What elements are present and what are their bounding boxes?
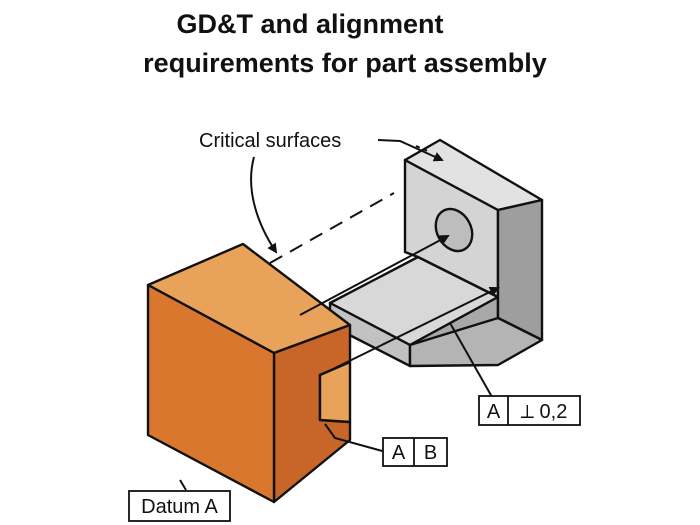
dashed-alignment-line <box>269 192 395 264</box>
critical-leader-curve <box>250 156 278 254</box>
bracket-frame-leader <box>449 322 493 398</box>
critical-leader-tick <box>415 145 431 153</box>
orange-block <box>146 242 352 504</box>
title-line-2: requirements for part assembly <box>143 48 547 78</box>
bracket-frame-datum: A <box>487 401 501 423</box>
alignment-arrow-lower <box>334 287 500 369</box>
block-frame-leader <box>324 423 387 453</box>
block-feature-frame: A B <box>382 437 448 467</box>
datum-a-label: Datum A <box>141 496 218 518</box>
bracket-upright-side-face <box>496 198 544 342</box>
block-front-face <box>146 283 276 504</box>
bracket-frame-tolerance: ⟂ 0,2 <box>521 401 568 423</box>
critical-leader-right <box>377 139 444 162</box>
datum-leader <box>179 479 187 491</box>
critical-surfaces-label: Critical surfaces <box>199 130 341 152</box>
block-frame-cell-1: A <box>392 442 406 464</box>
datum-a-box: Datum A <box>128 490 231 522</box>
alignment-arrow-upper <box>299 235 450 316</box>
l-bracket <box>328 138 544 368</box>
block-frame-cell-2: B <box>424 442 437 464</box>
bracket-feature-frame: A ⟂ 0,2 <box>478 395 581 426</box>
bracket-base-right-face <box>408 316 544 368</box>
title-line-1: GD&T and alignment <box>176 9 443 39</box>
